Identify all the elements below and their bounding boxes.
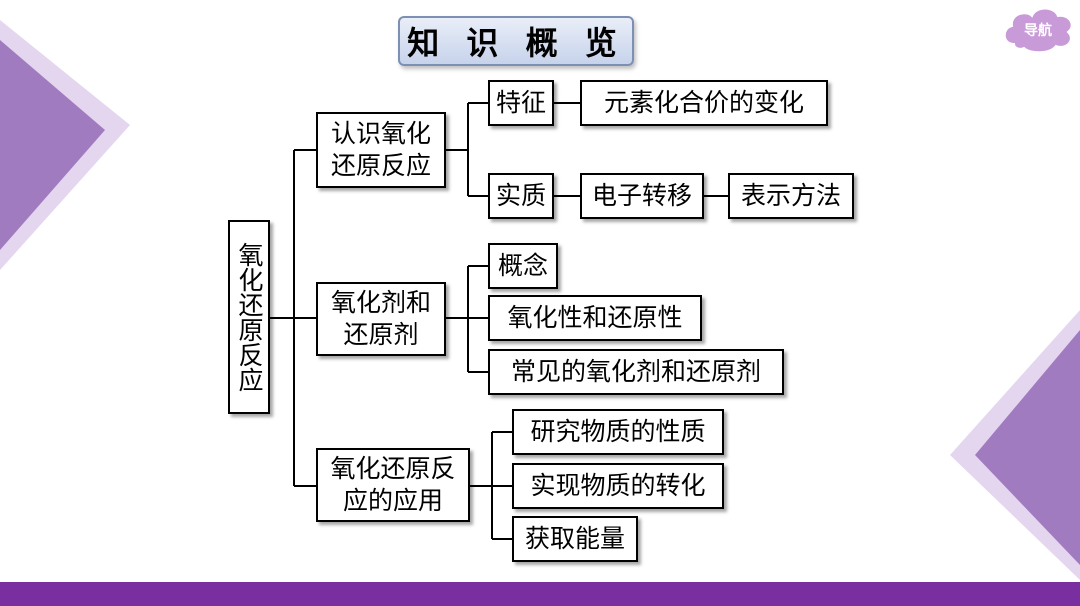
left-decoration <box>0 20 130 270</box>
root-label: 氧化还原反应 <box>235 242 264 392</box>
node-electron-transfer: 电子转移 <box>580 173 704 219</box>
node-obtain-energy: 获取能量 <box>512 516 638 562</box>
node-concept: 概念 <box>488 243 558 289</box>
node-essence: 实质 <box>488 173 554 219</box>
node-study-properties: 研究物质的性质 <box>512 409 724 455</box>
node-feature: 特征 <box>488 80 554 126</box>
node-material-transformation: 实现物质的转化 <box>512 463 724 509</box>
node-representation: 表示方法 <box>728 173 854 219</box>
node-oxidizing-reducing-property: 氧化性和还原性 <box>488 295 702 341</box>
nav-label: 导航 <box>1024 23 1052 39</box>
page-title: 知 识 概 览 <box>398 16 634 66</box>
right-decoration <box>950 310 1080 580</box>
cloud-icon <box>1003 7 1073 54</box>
branch-node-recognize: 认识氧化还原反应 <box>316 112 446 188</box>
branch-node-applications: 氧化还原反应的应用 <box>316 448 470 522</box>
node-valence-change: 元素化合价的变化 <box>580 80 828 126</box>
node-common-agents: 常见的氧化剂和还原剂 <box>488 349 784 395</box>
bottom-accent-bar <box>0 582 1080 606</box>
branch-node-agents: 氧化剂和还原剂 <box>316 282 446 356</box>
root-node: 氧化还原反应 <box>228 220 270 414</box>
nav-button[interactable]: 导航 <box>1000 4 1076 56</box>
